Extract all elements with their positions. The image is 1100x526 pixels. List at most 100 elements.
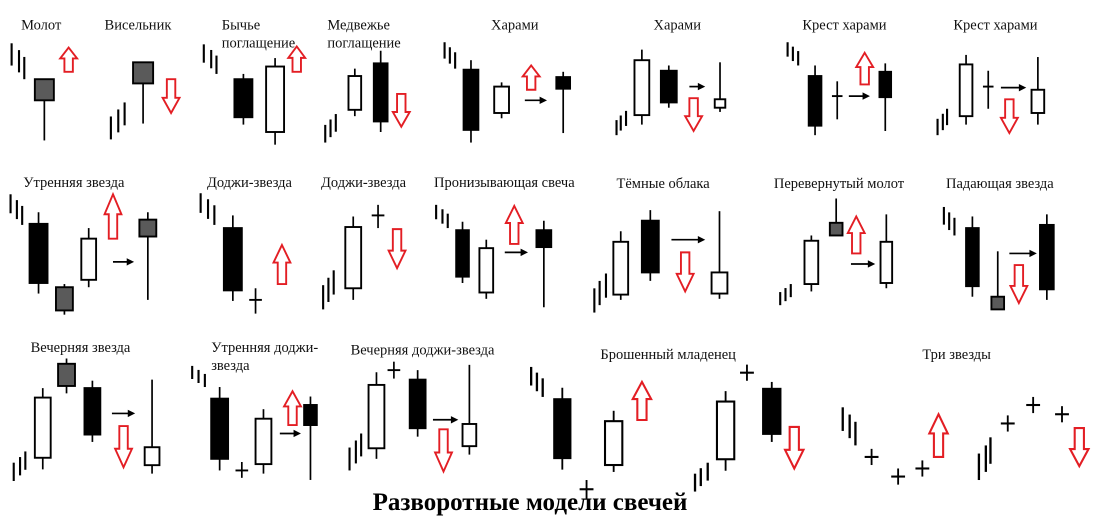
bearish-candle	[553, 398, 572, 460]
pattern-label: Тёмные облака	[617, 176, 711, 192]
bearish-candle	[965, 227, 980, 288]
right-arrow-icon	[671, 236, 706, 244]
bullish-candle	[803, 239, 820, 285]
bearish-candle	[762, 387, 782, 435]
pattern-13: Перевернутый молот	[774, 176, 905, 306]
bearish-candle	[210, 397, 230, 460]
pattern-9: Доджи-звезда	[199, 175, 293, 314]
red-down-arrow-icon	[1068, 427, 1091, 469]
bullish-candle	[612, 240, 630, 296]
red-down-arrow-icon	[391, 93, 412, 129]
bearish-candle	[462, 68, 480, 131]
pattern-label: Харами	[653, 18, 701, 34]
red-down-arrow-icon	[161, 78, 182, 115]
bearish-candle	[535, 229, 553, 249]
right-arrow-icon	[524, 96, 548, 105]
doji-cross	[915, 460, 930, 477]
doji-cross	[579, 480, 594, 499]
bullish-candle	[1030, 88, 1046, 114]
bearish-candle	[83, 387, 102, 436]
bearish-candle	[455, 229, 470, 278]
bullish-candle	[347, 75, 363, 111]
star-candle	[55, 286, 74, 312]
pattern-label: Падающая звезда	[946, 176, 1054, 192]
red-up-arrow-icon	[271, 242, 292, 285]
bullish-candle	[265, 65, 286, 133]
pattern-11: Пронизывающая свеча	[434, 175, 575, 308]
right-arrow-icon	[848, 92, 870, 100]
pattern-14: Падающая звезда	[942, 176, 1055, 311]
doji-cross	[740, 364, 754, 381]
bearish-candle	[878, 70, 893, 99]
right-arrow-icon	[112, 258, 135, 266]
red-down-arrow-icon	[387, 228, 408, 271]
pattern-18: Брошенный младенец	[530, 347, 806, 499]
pattern-1: Висельник	[105, 18, 182, 140]
star-candle	[828, 221, 844, 237]
star-candle	[990, 295, 1006, 311]
pattern-label: Доджи-звезда	[207, 175, 293, 191]
pattern-label: поглащение	[222, 36, 295, 52]
pattern-label: Харами	[491, 18, 539, 34]
pattern-label: Крест харами	[953, 18, 1037, 34]
pattern-label: Утренняя звезда	[23, 175, 125, 191]
bullish-candle	[254, 417, 273, 466]
arrow-head	[450, 416, 459, 424]
doji-cross	[371, 204, 385, 229]
pattern-label: Три звезды	[922, 347, 991, 363]
diagram-title: Разворотные модели свечей	[373, 489, 688, 516]
pattern-label: звезда	[211, 358, 250, 374]
pattern-4: Харами	[443, 18, 548, 143]
pattern-12: Тёмные облака	[593, 176, 729, 313]
doji-cross	[864, 448, 879, 466]
bullish-candle	[958, 63, 974, 118]
pattern-label: Доджи-звезда	[321, 175, 407, 191]
bearish-candle	[555, 76, 572, 90]
pattern-label: Брошенный младенец	[600, 347, 736, 363]
pattern-10: Доджи-звезда	[321, 175, 408, 310]
pattern-label: Бычье	[222, 18, 260, 34]
bullish-candle	[713, 98, 727, 109]
pattern-label: Пронизывающая свеча	[434, 175, 575, 191]
arrow-head	[293, 429, 301, 438]
doji-cross	[235, 461, 249, 478]
bearish-candle	[1039, 223, 1055, 291]
doji-cross	[982, 70, 994, 109]
pattern-19: Три звезды	[841, 347, 1091, 485]
arrow-head	[1029, 249, 1037, 258]
red-up-arrow-icon	[520, 63, 542, 91]
arrow-head	[697, 236, 706, 244]
arrow-head	[520, 248, 528, 257]
bullish-candle	[493, 85, 510, 114]
bearish-candle	[659, 69, 678, 104]
pattern-label: Вечерняя звезда	[31, 340, 131, 356]
bearish-candle	[233, 78, 254, 119]
pattern-15: Вечерняя звезда	[12, 340, 161, 482]
bullish-candle	[710, 271, 729, 295]
star-candle	[57, 362, 76, 387]
bullish-candle	[33, 396, 52, 459]
doji-cross	[387, 361, 401, 379]
bearish-candle	[28, 222, 49, 284]
bullish-candle	[344, 226, 363, 290]
arrow-head	[862, 92, 870, 100]
doji-cross	[249, 288, 262, 314]
right-arrow-icon	[850, 260, 876, 268]
pattern-17: Вечерняя доджи-звезда	[348, 342, 495, 474]
pattern-2: Бычье поглащение	[202, 18, 308, 145]
pattern-7: Крест харами	[936, 18, 1046, 136]
right-arrow-icon	[432, 416, 459, 424]
red-down-arrow-icon	[683, 97, 704, 133]
red-up-arrow-icon	[286, 44, 308, 73]
doji-cross	[831, 81, 843, 120]
arrow-head	[126, 258, 135, 266]
doji-cross	[1055, 406, 1069, 423]
arrow-head	[127, 409, 136, 418]
pattern-4	[555, 71, 572, 134]
pattern-row-group: Брошенный младенец Три звезды	[530, 347, 1091, 499]
pattern-8: Утренняя звезда	[9, 175, 158, 315]
